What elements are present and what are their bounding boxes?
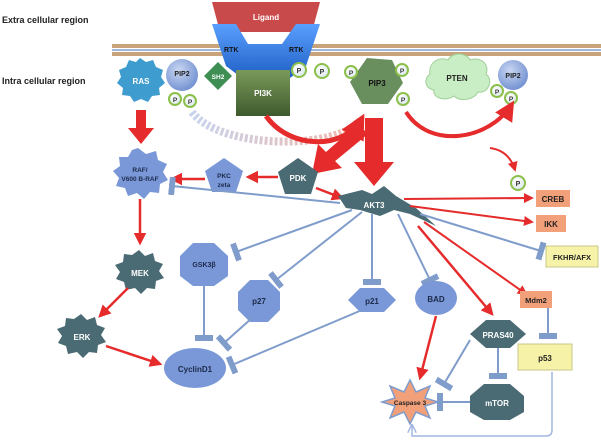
phospho-label: P bbox=[509, 96, 514, 103]
mek-label: MEK bbox=[131, 269, 149, 278]
pdk-label: PDK bbox=[290, 174, 307, 183]
p27-node: p27 bbox=[238, 280, 280, 322]
p21-inhibits-cyclin bbox=[225, 309, 363, 375]
p21-node: p21 bbox=[348, 288, 396, 312]
phospho-label: P bbox=[400, 68, 405, 75]
pten-to-phosphate-arrow bbox=[489, 147, 518, 172]
pten-pip3-to-pip2-arrow bbox=[404, 100, 515, 139]
rtk-phospho-markers: P P bbox=[291, 62, 330, 79]
pip3-node: PIP3 P P P bbox=[344, 58, 410, 106]
akt-to-mdm2-arrow bbox=[423, 221, 528, 296]
bad-to-caspase-arrow bbox=[416, 315, 438, 381]
p21-label: p21 bbox=[365, 297, 379, 306]
pdk-node: PDK bbox=[278, 158, 318, 194]
raf-label-line2: V600 B-RAF bbox=[121, 176, 158, 183]
mek-node: MEK bbox=[115, 250, 164, 294]
akt-inhibits-fkhr bbox=[419, 213, 547, 261]
creb-label: CREB bbox=[542, 195, 565, 204]
rtk-right-label: RTK bbox=[289, 47, 303, 54]
gsk3b-node: GSK3β bbox=[180, 243, 228, 286]
erk-node: ERK bbox=[57, 314, 106, 358]
phospho-label: P bbox=[349, 70, 354, 77]
pkc-label-line2: zeta bbox=[218, 182, 231, 189]
pip3-to-akt-arrow bbox=[354, 118, 394, 186]
ras-label: RAS bbox=[133, 77, 151, 86]
pkc-label-line1: PKC bbox=[217, 173, 231, 180]
pip2-right-node: PIP2 P P bbox=[490, 60, 528, 105]
extracellular-region-label: Extra cellular region bbox=[2, 15, 89, 25]
akt-inhibits-p27 bbox=[268, 211, 363, 289]
mtor-label: mTOR bbox=[485, 399, 509, 408]
mdm2-label: Mdm2 bbox=[525, 296, 547, 305]
akt-to-ikk-arrow bbox=[409, 205, 534, 226]
akt-to-pras40-arrow bbox=[417, 225, 494, 316]
phospho-label: P bbox=[188, 99, 193, 106]
caspase3-node: Caspase 3 bbox=[379, 378, 441, 426]
sh2-domain: SH2 bbox=[204, 62, 232, 90]
ras-node: RAS bbox=[117, 58, 165, 102]
sh2-label: SH2 bbox=[212, 74, 225, 81]
p53-node: p53 bbox=[517, 343, 573, 371]
akt-inhibits-gsk3b bbox=[230, 209, 353, 262]
phospho-label: P bbox=[173, 97, 178, 104]
pip2-left-node: PIP2 P P bbox=[166, 59, 198, 108]
pten-label: PTEN bbox=[446, 74, 468, 83]
cell-membrane bbox=[112, 44, 601, 56]
ikk-label: IKK bbox=[544, 220, 558, 229]
akt-inhibits-raf bbox=[168, 176, 341, 204]
mek-to-erk-arrow bbox=[98, 287, 129, 318]
intracellular-region-label: Intra cellular region bbox=[2, 76, 86, 86]
bad-node: BAD bbox=[415, 281, 457, 315]
cyclind1-node: CyclinD1 bbox=[164, 348, 226, 388]
bad-label: BAD bbox=[427, 295, 445, 304]
rtk-left-label: RTK bbox=[224, 47, 238, 54]
pip3-to-pdk-arrow bbox=[312, 124, 368, 174]
pras40-inhibits-caspase bbox=[434, 339, 471, 392]
ras-to-raf-arrow bbox=[128, 110, 154, 144]
raf-label-line1: RAF/ bbox=[132, 167, 147, 174]
pten-node: PTEN bbox=[425, 53, 491, 100]
pdk-to-akt-arrow bbox=[315, 186, 345, 201]
akt-to-creb-arrow bbox=[403, 193, 534, 204]
p27-inhibits-cyclin bbox=[215, 317, 253, 352]
p27-label: p27 bbox=[252, 297, 266, 306]
pras40-node: PRAS40 bbox=[470, 320, 526, 348]
p53-label: p53 bbox=[538, 354, 552, 363]
phospho-label: P bbox=[401, 97, 406, 104]
caspase3-label: Caspase 3 bbox=[394, 400, 427, 407]
pip3-label: PIP3 bbox=[368, 79, 386, 88]
rtk-receptor: RTK RTK bbox=[212, 24, 320, 78]
pras40-label: PRAS40 bbox=[482, 331, 514, 340]
erk-to-cyclin-arrow bbox=[105, 344, 163, 367]
raf-node: RAF/ V600 B-RAF bbox=[113, 148, 168, 199]
erk-label: ERK bbox=[74, 333, 91, 342]
ikk-node: IKK bbox=[536, 215, 566, 232]
gsk3b-label: GSK3β bbox=[192, 262, 216, 269]
ligand-label: Ligand bbox=[253, 13, 279, 22]
p53-to-caspase-arrow bbox=[412, 372, 553, 437]
akt-inhibits-bad bbox=[397, 213, 440, 287]
akt3-label: AKT3 bbox=[364, 201, 385, 210]
akt3-node: AKT3 bbox=[338, 186, 436, 226]
ligand: Ligand bbox=[212, 2, 320, 32]
pkc-zeta-node: PKC zeta bbox=[205, 158, 243, 192]
pi3k-node: PI3K bbox=[236, 70, 290, 116]
pip2-left-label: PIP2 bbox=[174, 71, 189, 78]
phospho-label: P bbox=[320, 69, 325, 76]
free-phosphate: P bbox=[510, 175, 526, 191]
creb-node: CREB bbox=[536, 190, 570, 207]
pip2-right-label: PIP2 bbox=[505, 73, 520, 80]
fkhr-afx-node: FKHR/AFX bbox=[545, 245, 599, 268]
fkhr-label: FKHR/AFX bbox=[553, 253, 591, 262]
phospho-label: P bbox=[516, 181, 521, 188]
pi3k-label: PI3K bbox=[254, 89, 272, 98]
phospho-label: P bbox=[495, 89, 500, 96]
phospho-label: P bbox=[297, 68, 302, 75]
cyclind1-label: CyclinD1 bbox=[178, 365, 213, 374]
mtor-node: mTOR bbox=[470, 384, 524, 420]
mdm2-node: Mdm2 bbox=[520, 291, 552, 308]
